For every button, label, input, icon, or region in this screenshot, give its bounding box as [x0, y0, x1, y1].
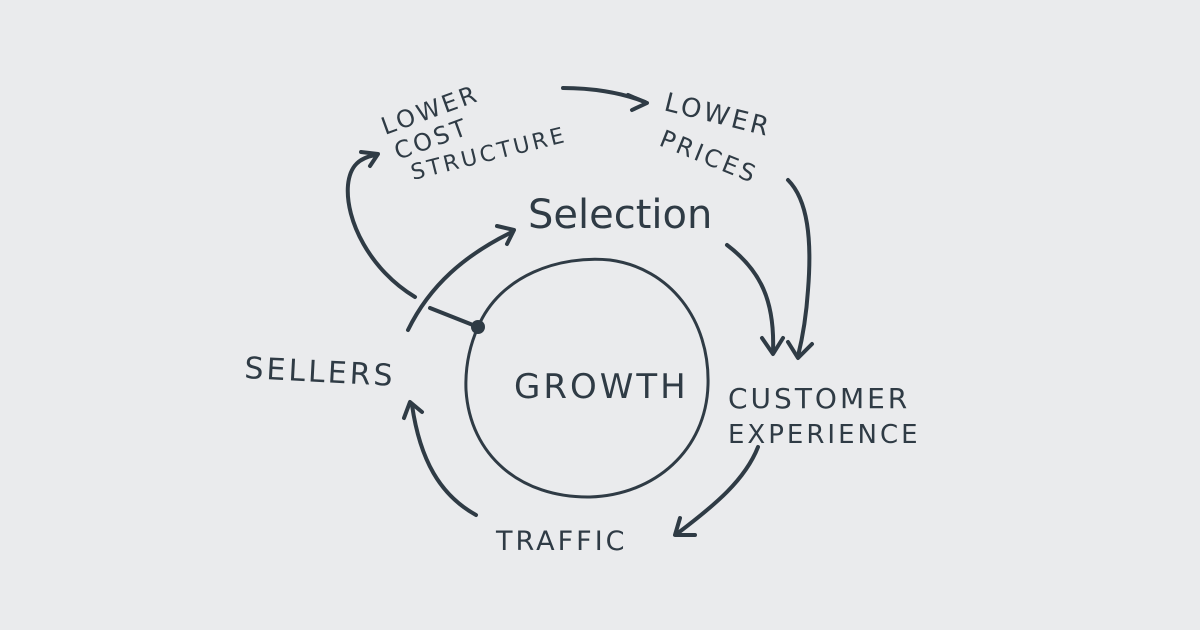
arrow-lower-prices-to-customer-experience — [786, 178, 814, 360]
sellers-label: SELLERS — [244, 351, 397, 394]
growth-to-lower-cost-connector — [428, 306, 480, 329]
arrow-traffic-to-sellers — [402, 400, 478, 517]
arrow-lower-cost-to-lower-prices — [561, 86, 649, 112]
lower-prices-label: LOWER PRICES — [656, 88, 775, 190]
customer-experience-line1: CUSTOMER — [728, 382, 910, 415]
lower-cost-structure-label: LOWER COST STRUCTURE — [377, 79, 569, 185]
growth-node: GROWTH — [428, 257, 710, 499]
customer-experience-line2: EXPERIENCE — [728, 420, 921, 450]
growth-label: GROWTH — [514, 367, 689, 407]
selection-label: Selection — [528, 192, 712, 238]
customer-experience-label: CUSTOMER EXPERIENCE — [728, 382, 921, 450]
arrow-selection-to-customer-experience — [725, 243, 785, 356]
growth-circle — [464, 257, 710, 499]
arrow-customer-experience-to-traffic — [673, 445, 760, 537]
traffic-label: TRAFFIC — [495, 526, 628, 557]
arrow-sellers-to-selection — [406, 224, 516, 332]
arrow-growth-to-lower-cost-structure — [345, 150, 417, 299]
